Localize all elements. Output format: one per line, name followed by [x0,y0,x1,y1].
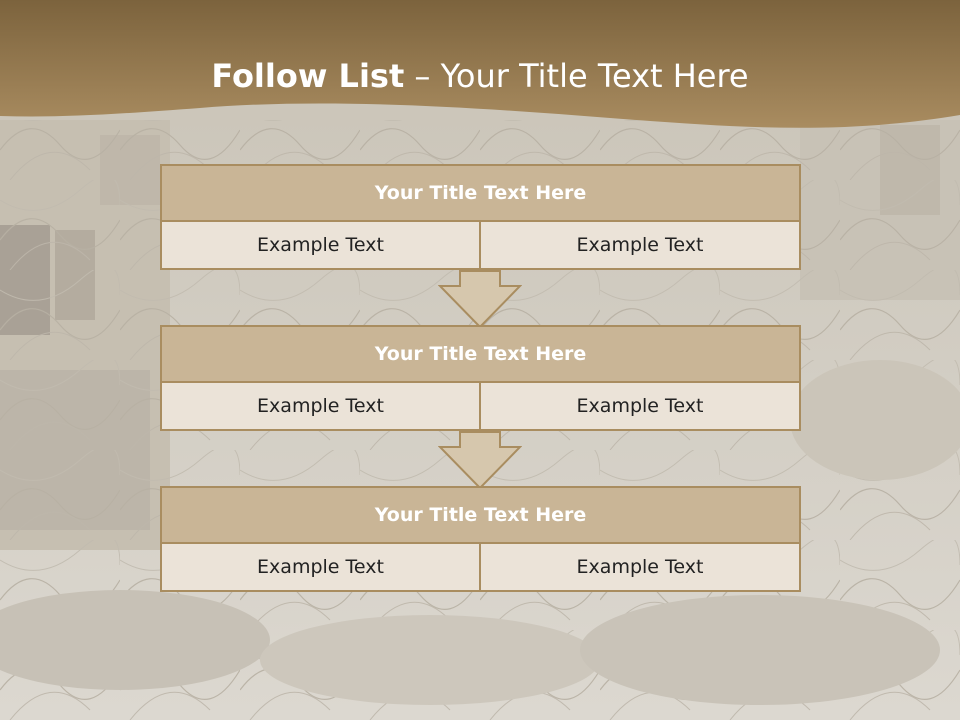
slide-title: Follow List – Your Title Text Here [0,55,960,97]
down-arrow-icon [438,431,522,489]
block-title: Your Title Text Here [160,325,801,383]
block-cell-left: Example Text [160,381,481,431]
block-cell-right: Example Text [479,542,801,592]
slide-title-bold: Follow List [211,57,405,95]
header-band [0,0,960,128]
block-cell-left: Example Text [160,220,481,270]
block-cell-right: Example Text [479,381,801,431]
block-title: Your Title Text Here [160,164,801,222]
block-cell-left: Example Text [160,542,481,592]
block-title: Your Title Text Here [160,486,801,544]
down-arrow-icon [438,270,522,328]
block-cell-right: Example Text [479,220,801,270]
slide-title-rest: – Your Title Text Here [404,57,749,95]
